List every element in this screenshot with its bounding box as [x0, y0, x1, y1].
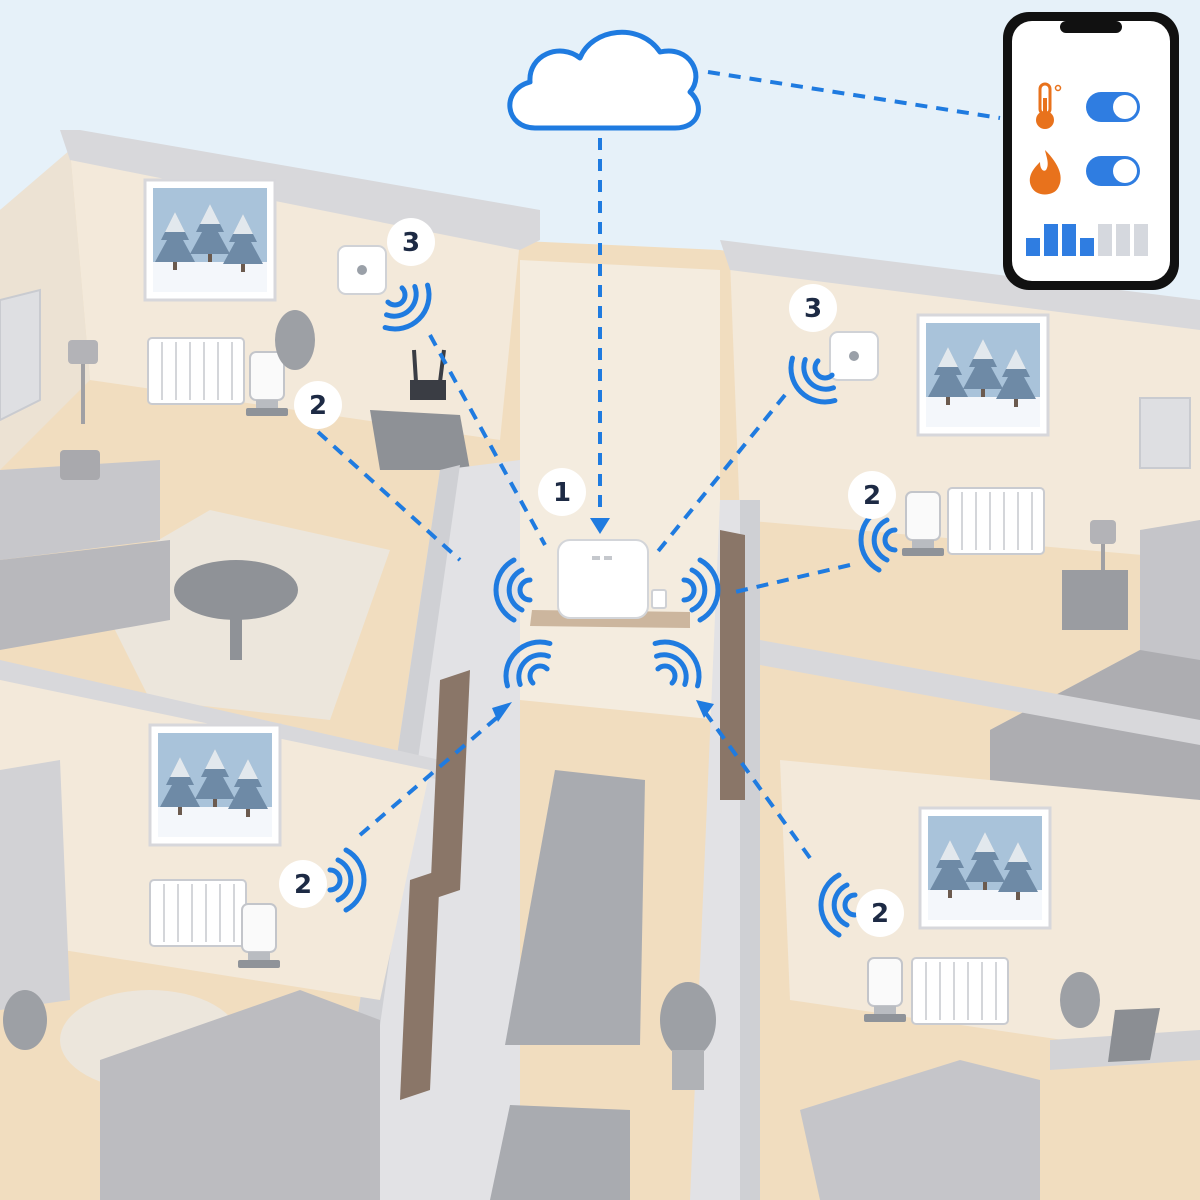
- phone-bar: [1026, 238, 1040, 256]
- cloud-to-phone-line: [707, 70, 1001, 120]
- sofa: [0, 450, 170, 650]
- floor-plan: [0, 130, 1200, 1200]
- hallway-runner: [505, 770, 645, 1045]
- badge-label: 1: [553, 478, 571, 508]
- badge-valve-living: 2: [294, 381, 342, 429]
- heating-toggle[interactable]: [1086, 156, 1140, 186]
- sensor-living-line: [428, 334, 547, 546]
- wireless-signal-icon: [382, 282, 432, 332]
- temperature-toggle[interactable]: [1086, 92, 1140, 122]
- wireless-signal-icon: [818, 872, 858, 938]
- phone-bar: [1098, 224, 1112, 256]
- badge-valve-bedroom: 2: [848, 471, 896, 519]
- badge-label: 2: [294, 870, 312, 900]
- wireless-signal-icon: [681, 557, 721, 623]
- thermometer-icon: [1036, 82, 1062, 129]
- cloud-icon: [507, 29, 701, 131]
- badge-label: 2: [863, 481, 881, 511]
- phone-bar: [1062, 224, 1076, 256]
- wireless-signal-icon: [493, 557, 533, 623]
- badge-label: 3: [402, 228, 420, 258]
- phone-bar: [1134, 224, 1148, 256]
- badge-label: 3: [804, 294, 822, 324]
- sensor-bedroom-line: [653, 393, 787, 557]
- badge-sensor-living: 3: [387, 218, 435, 266]
- badge-valve-bottom-right: 2: [856, 889, 904, 937]
- valve-bottom-left-line: [358, 713, 502, 837]
- wireless-signal-icon: [652, 639, 702, 689]
- badge-label: 2: [871, 899, 889, 929]
- valve-bottom-right-line: [703, 710, 812, 860]
- flame-icon: [1029, 150, 1061, 195]
- badges: 1 2 3 3 2 2 2: [279, 218, 904, 937]
- badge-valve-bottom-left: 2: [279, 860, 327, 908]
- phone-usage-bars: [1026, 224, 1148, 256]
- badge-label: 2: [309, 391, 327, 421]
- badge-hub: 1: [538, 468, 586, 516]
- phone-bar: [1044, 224, 1058, 256]
- badge-sensor-bedroom: 3: [789, 284, 837, 332]
- arrowheads: [492, 518, 714, 722]
- phone-bar: [1080, 238, 1094, 256]
- gateway-hub: [557, 539, 649, 619]
- smartphone-icon: [1003, 12, 1179, 290]
- wireless-signal-icon: [788, 355, 838, 405]
- connection-lines: [316, 70, 1001, 860]
- valve-living-line: [316, 430, 462, 562]
- wireless-signal-icon: [503, 639, 553, 689]
- wireless-signal-icon: [327, 847, 367, 913]
- phone-bar: [1116, 224, 1130, 256]
